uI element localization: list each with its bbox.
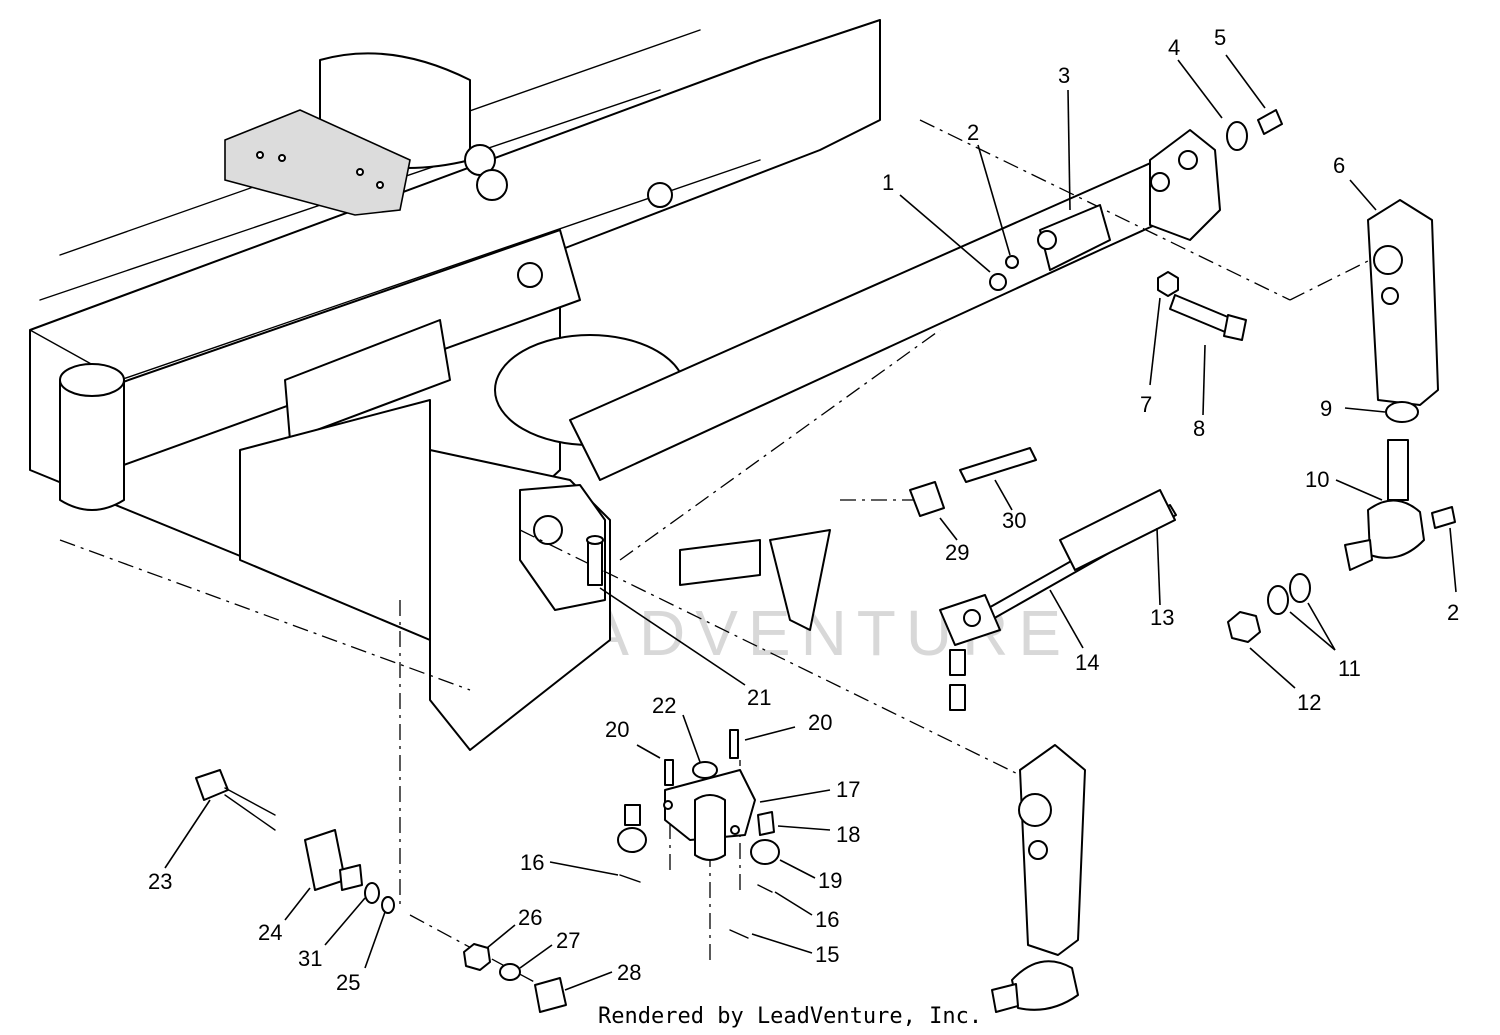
- part-21-pin: [586, 535, 604, 586]
- part-19-bearing: [617, 827, 780, 865]
- lower-arm: [991, 744, 1086, 1013]
- part-31-washer: [364, 882, 380, 904]
- part-6-arm: [1367, 199, 1439, 406]
- callout-2-right: 2: [1447, 600, 1459, 625]
- callout-16-right: 16: [815, 907, 839, 932]
- part-25-ring: [381, 896, 395, 914]
- part-23-connector: [195, 769, 276, 831]
- part-16-cotter: [619, 874, 773, 893]
- part-13-spring: [1059, 489, 1176, 571]
- callout-19: 19: [818, 868, 842, 893]
- callout-15: 15: [815, 942, 839, 967]
- callout-25: 25: [336, 970, 360, 995]
- rod-bushings: [949, 649, 966, 711]
- part-18-bushing: [624, 804, 775, 836]
- callout-30: 30: [1002, 508, 1026, 533]
- part-8-bolt: [1169, 294, 1247, 341]
- callout-13: 13: [1150, 605, 1174, 630]
- callout-2-upper: 2: [967, 120, 979, 145]
- callout-21: 21: [747, 685, 771, 710]
- callout-3: 3: [1058, 63, 1070, 88]
- part-28-bumper: [534, 977, 567, 1013]
- callout-5: 5: [1214, 25, 1226, 50]
- callout-9: 9: [1320, 396, 1332, 421]
- part-29-bushing: [909, 481, 945, 517]
- callout-22: 22: [652, 693, 676, 718]
- part-24-switch: [304, 829, 363, 891]
- part-17-bellcrank: [663, 769, 756, 861]
- part-12-nut: [1227, 611, 1261, 643]
- part-2-fitting: [1005, 255, 1019, 269]
- leader-lines: [164, 54, 1457, 991]
- part-15-cotter: [729, 929, 749, 939]
- part-30-bolt: [959, 447, 1037, 483]
- callout-8: 8: [1193, 416, 1205, 441]
- callout-7: 7: [1140, 392, 1152, 417]
- callout-16-left: 16: [520, 850, 544, 875]
- callout-28: 28: [617, 960, 641, 985]
- callout-10: 10: [1305, 467, 1329, 492]
- part-7-nut: [1157, 271, 1179, 297]
- callout-6: 6: [1333, 153, 1345, 178]
- callout-18: 18: [836, 822, 860, 847]
- callout-12: 12: [1297, 690, 1321, 715]
- callout-26: 26: [518, 905, 542, 930]
- part-27-spring: [499, 963, 521, 981]
- part-11-washers: [1267, 573, 1311, 615]
- part-5-screw: [1257, 109, 1283, 135]
- callout-24: 24: [258, 920, 282, 945]
- callout-labels: 1 2 3 4 5 6 7 8 9 10 2 11 12 13 14 29 30…: [148, 25, 1459, 995]
- callout-14: 14: [1075, 650, 1099, 675]
- part-10-ball-joint: [1344, 439, 1456, 571]
- part-22-bushing: [692, 761, 718, 779]
- callout-11: 11: [1338, 656, 1361, 681]
- part-4-washer: [1226, 121, 1248, 151]
- assembly-lines: [59, 119, 1371, 986]
- part-9-spacer: [1385, 401, 1419, 423]
- callout-4: 4: [1168, 35, 1180, 60]
- callout-23: 23: [148, 869, 172, 894]
- part-1-nut: [989, 273, 1007, 291]
- part-20-pins: [664, 729, 739, 786]
- callout-31: 31: [298, 946, 322, 971]
- credit-text: Rendered by LeadVenture, Inc.: [598, 1004, 982, 1029]
- callout-27: 27: [556, 928, 580, 953]
- part-26-nut: [463, 943, 491, 971]
- callout-17: 17: [836, 777, 860, 802]
- callout-1: 1: [882, 170, 894, 195]
- part-3-pivot: [1037, 204, 1111, 271]
- callout-20-right: 20: [808, 710, 832, 735]
- callout-29: 29: [945, 540, 969, 565]
- callout-20-left: 20: [605, 717, 629, 742]
